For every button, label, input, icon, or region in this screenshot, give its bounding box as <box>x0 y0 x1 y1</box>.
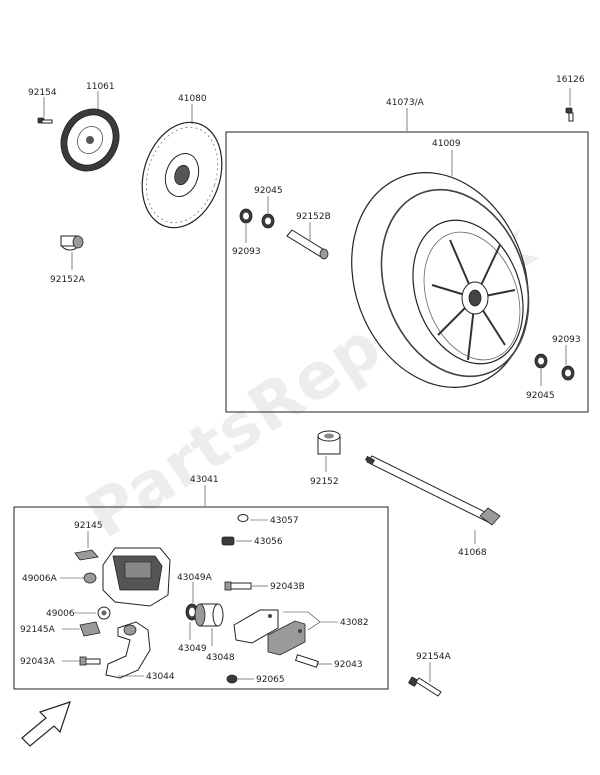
pin-92043a[interactable] <box>79 656 101 666</box>
boot-49006a[interactable] <box>83 572 97 584</box>
label-43057: 43057 <box>270 516 299 526</box>
pin-92043[interactable] <box>294 654 320 668</box>
label-16126: 16126 <box>556 75 585 85</box>
label-92145: 92145 <box>74 521 103 531</box>
axle-41068[interactable] <box>364 455 501 526</box>
pin-92043b[interactable] <box>224 581 252 591</box>
collar-92152b[interactable] <box>286 229 329 260</box>
label-11061: 11061 <box>86 82 115 92</box>
label-43048: 43048 <box>206 653 235 663</box>
brake-pads-43082[interactable] <box>233 609 306 656</box>
boot-49006[interactable] <box>97 606 111 620</box>
label-92043a: 92043A <box>20 657 56 667</box>
label-43049a: 43049A <box>177 573 213 583</box>
label-41009: 41009 <box>432 139 461 149</box>
label-92145a: 92145A <box>20 625 56 635</box>
bearing-92093-top[interactable] <box>239 208 253 224</box>
label-92045-top: 92045 <box>254 186 283 196</box>
label-49006a: 49006A <box>22 574 58 584</box>
label-92043: 92043 <box>334 660 363 670</box>
oil-seal-92045-right[interactable] <box>534 353 548 369</box>
label-92093-top: 92093 <box>232 247 261 257</box>
label-92043b: 92043B <box>270 582 305 592</box>
wheel-assembly-frame <box>225 131 589 413</box>
disc-cover-11061[interactable] <box>50 98 130 181</box>
label-92154a: 92154A <box>416 652 452 662</box>
wheel-41009[interactable] <box>323 148 558 413</box>
bearing-92093-right[interactable] <box>561 365 575 381</box>
label-41080: 41080 <box>178 94 207 104</box>
label-92152a: 92152A <box>50 275 86 285</box>
label-41068: 41068 <box>458 548 487 558</box>
label-43082: 43082 <box>340 618 369 628</box>
label-43056: 43056 <box>254 537 283 547</box>
piston-43048[interactable] <box>194 603 224 627</box>
bolt-92154[interactable] <box>37 117 53 124</box>
caliper-bracket-43044[interactable] <box>105 621 151 679</box>
label-49006: 49006 <box>46 609 75 619</box>
label-92152: 92152 <box>310 477 339 487</box>
label-43041: 43041 <box>190 475 219 485</box>
caliper-assembly-frame <box>13 506 389 690</box>
spring-92145a[interactable] <box>79 621 101 637</box>
label-92093-right: 92093 <box>552 335 581 345</box>
bolt-16126[interactable] <box>565 107 574 122</box>
oil-seal-92045-top[interactable] <box>261 213 275 229</box>
caliper-body[interactable] <box>102 547 171 607</box>
label-92045-right: 92045 <box>526 391 555 401</box>
label-92065: 92065 <box>256 675 285 685</box>
bolt-92154a[interactable] <box>408 676 442 697</box>
label-41073a: 41073/A <box>386 98 425 108</box>
label-92154: 92154 <box>28 88 57 98</box>
label-43044: 43044 <box>146 672 175 682</box>
collar-92152[interactable] <box>317 430 341 455</box>
brake-disc-41080[interactable] <box>129 112 235 238</box>
plug-92065[interactable] <box>226 674 238 684</box>
label-92152b: 92152B <box>296 212 331 222</box>
spring-92145[interactable] <box>74 549 99 561</box>
bleed-valve-43056[interactable] <box>221 536 235 546</box>
cap-43057[interactable] <box>237 514 249 522</box>
spacer-92152a[interactable] <box>60 235 84 251</box>
arrow-down-left-icon <box>21 701 71 747</box>
label-43049: 43049 <box>178 644 207 654</box>
